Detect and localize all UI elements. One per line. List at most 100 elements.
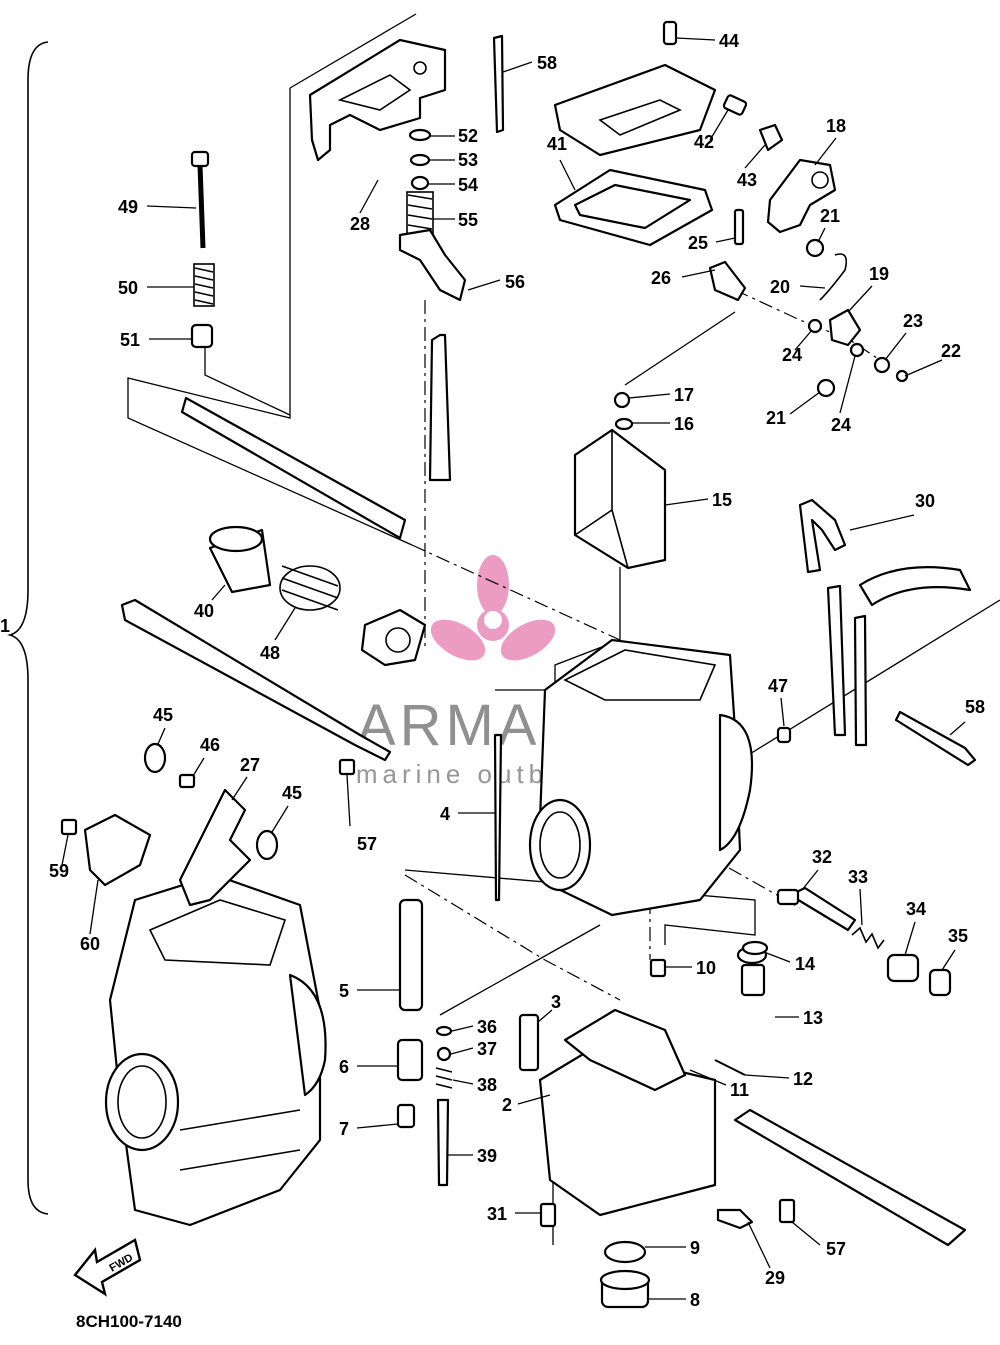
float-bowl-2 [538,1008,717,1217]
callout-leader [801,869,819,891]
washer-16 [614,417,634,431]
jet-7 [396,1103,416,1129]
callout-54: 54 [458,175,478,195]
callout-4: 4 [440,804,450,824]
callout-26: 26 [651,268,671,288]
callout-7: 7 [339,1119,349,1139]
washer-21-top [805,238,825,258]
callout-leader [559,159,576,191]
carburetor-left [104,873,327,1227]
plate-long [120,598,392,762]
gasket-41 [553,168,714,247]
fwd-arrow: FWD [73,1238,142,1297]
fuel-hoses-30 [798,498,972,747]
part-47 [776,726,792,744]
callout-leader [502,61,533,73]
callout-leader [628,393,671,399]
callout-leader [849,514,915,531]
needle-4 [493,733,503,902]
callout-30: 30 [915,491,935,511]
bushing-40 [208,525,272,594]
diaphragm-cover-15 [573,428,667,570]
callout-leader [789,391,821,415]
callout-20: 20 [770,277,790,297]
bracket-26 [708,208,747,302]
spring-50 [193,263,215,307]
screw-57-left [338,758,356,776]
pilot-jet-3 [518,1013,540,1072]
callout-8: 8 [690,1290,700,1310]
callout-leader [715,237,736,243]
tie-wrap-58-right [894,710,977,767]
cap-51 [190,323,214,349]
callout-leader [859,888,863,926]
emulsion-tube-5 [398,898,424,1012]
screw-31 [539,1202,557,1228]
callout-50: 50 [118,278,138,298]
callout-leader [780,697,785,727]
callout-29: 29 [765,1268,785,1288]
callout-leader [271,805,289,833]
callout-47: 47 [768,676,788,696]
callout-leader [744,144,766,169]
washer-24-left [807,318,823,334]
oring-14 [741,940,769,956]
assembly-guide-lines [127,13,1000,1245]
callout-leader [794,329,813,351]
callout-11: 11 [730,1080,749,1100]
callout-3: 3 [551,992,561,1012]
callout-leader [231,776,248,801]
knob-34 [886,953,920,983]
callout-leader [884,332,907,361]
callout-leader [61,834,69,866]
callout-42: 42 [694,132,714,152]
callout-58: 58 [965,697,985,717]
callout-40: 40 [194,601,214,621]
bushing-45-right [255,829,279,861]
callout-leader [451,1025,474,1032]
spring-48 [279,565,341,611]
callout-53: 53 [458,150,478,170]
choke-plunger-49 [190,150,210,249]
callout-leader [450,1047,474,1055]
callout-33: 33 [848,867,868,887]
callout-leader [675,37,716,41]
callout-46: 46 [200,735,220,755]
callout-19: 19 [869,264,889,284]
callout-leader [89,879,99,935]
callout-60: 60 [80,934,100,954]
callout-48: 48 [260,643,280,663]
throttle-bracket-60 [83,813,152,887]
callout-leader [814,137,837,166]
callout-leader [211,584,226,601]
callout-51: 51 [120,330,140,350]
callout-leader [452,1079,474,1085]
callout-5: 5 [339,981,349,1001]
callout-leader [839,355,856,414]
callout-leader [904,359,943,377]
callout-leader [537,1009,553,1023]
callout-52: 52 [458,126,478,146]
rubber-hose-long [180,396,407,540]
callout-leader [941,949,956,971]
callout-38: 38 [477,1075,497,1095]
callout-6: 6 [339,1057,349,1077]
callout-labels: 1234567891011121314151617181920212122232… [0,31,985,1310]
plug-8 [599,1269,651,1309]
callout-32: 32 [812,847,832,867]
callout-leader [274,607,296,641]
callout-leader [467,279,501,291]
armada-logo [430,555,556,661]
callout-leader [359,179,379,214]
lever-19 [828,308,862,347]
screw-59 [60,818,78,836]
cap-35 [928,968,952,997]
callout-34: 34 [906,899,926,919]
top-cover-44 [553,20,717,157]
pilot-screw-set [435,1025,453,1187]
spring-33 [851,926,885,950]
screw-42-43 [722,94,784,152]
callout-44: 44 [719,31,739,51]
